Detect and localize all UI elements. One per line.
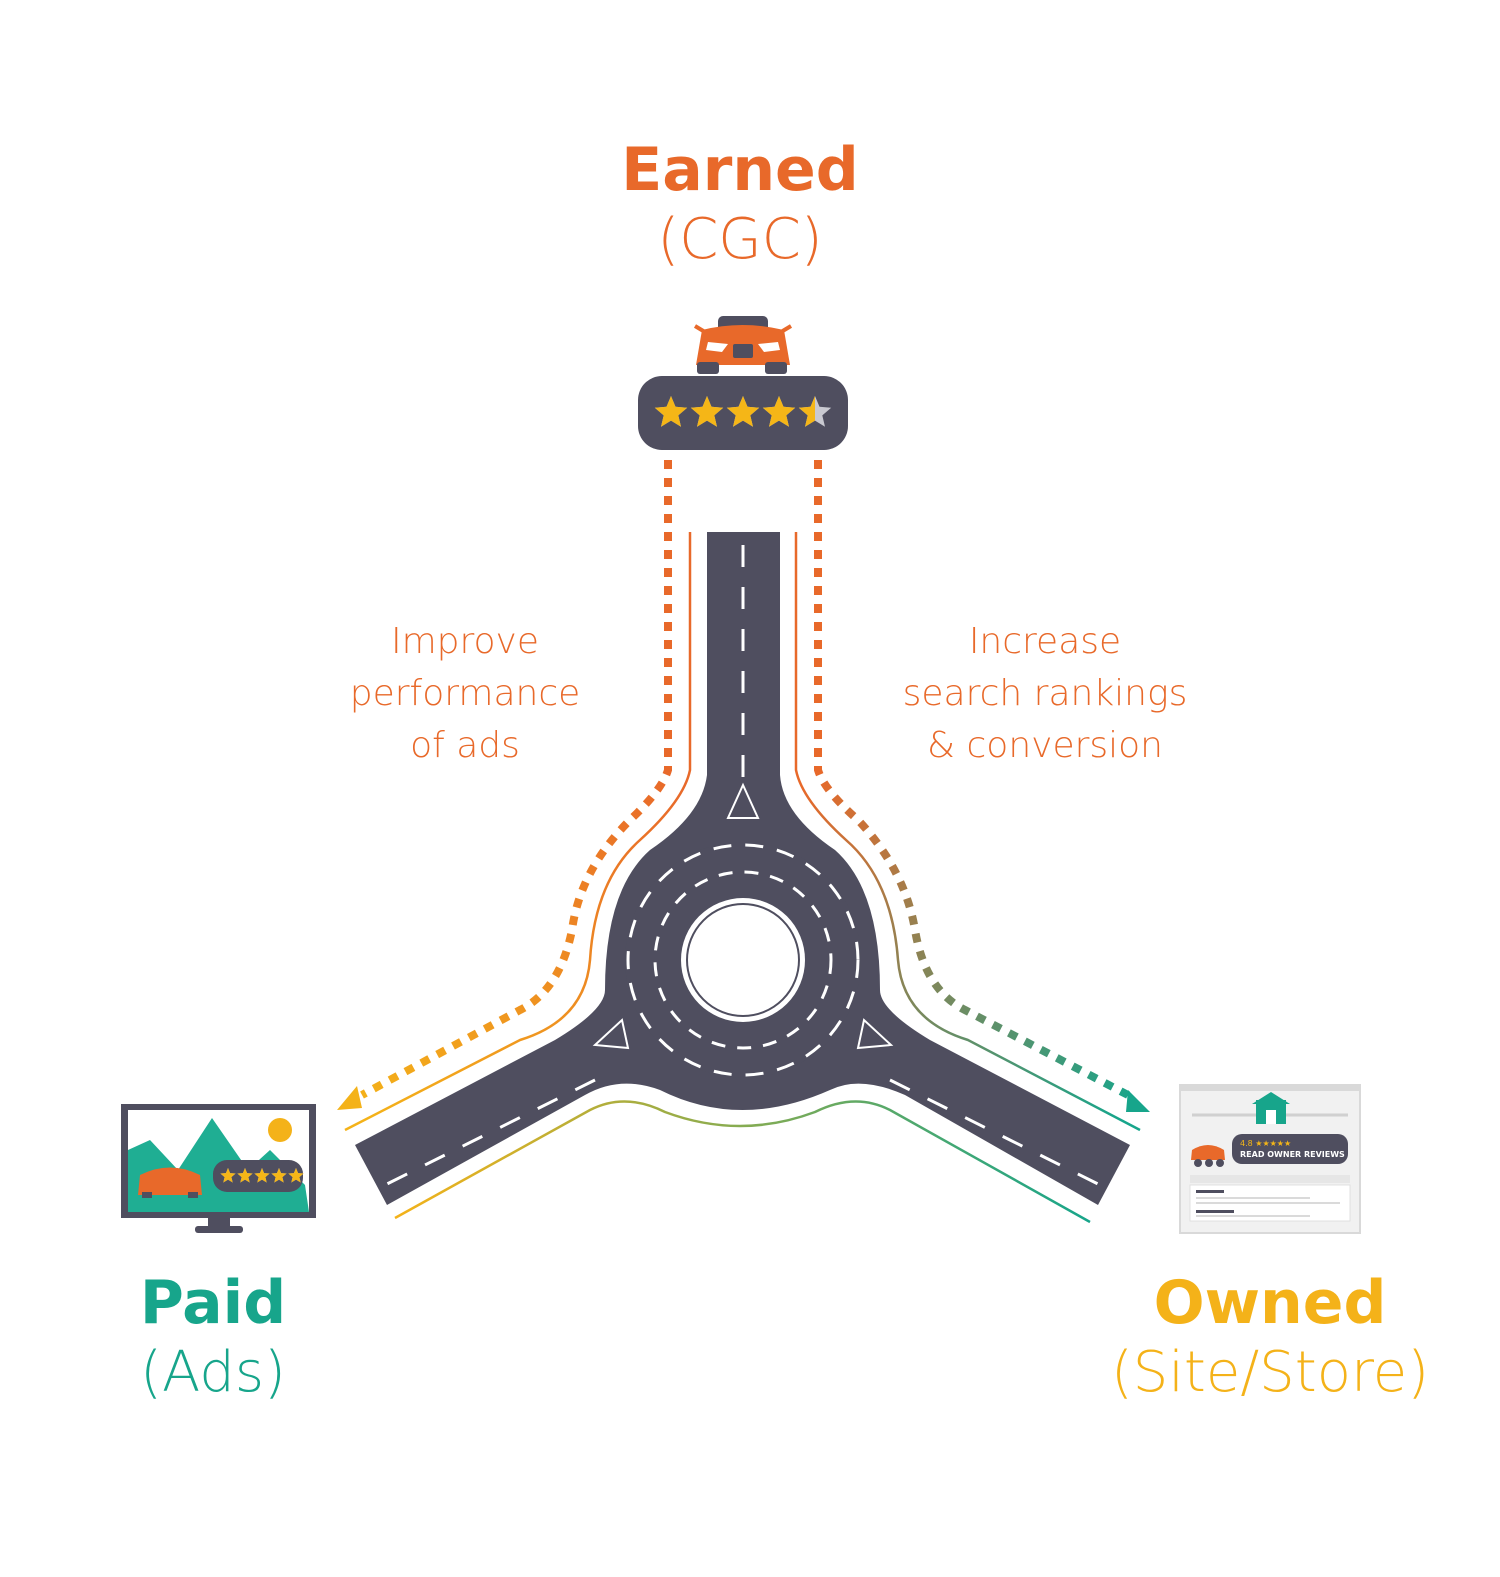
flow-path-left [360, 460, 672, 1099]
annotation-right-line3: & conversion [926, 725, 1163, 766]
paid-subtitle: (Ads) [140, 1340, 286, 1405]
annotation-left-line1: Improve [390, 621, 540, 662]
arrow-right-icon [1126, 1090, 1150, 1112]
owned-rating-text: 4.8 ★★★★★ [1240, 1139, 1291, 1148]
annotation-left-line3: of ads [410, 725, 520, 766]
paid-label: Paid (Ads) [63, 1268, 363, 1408]
annotation-left-line2: performance [349, 673, 581, 714]
curb-left [344, 532, 692, 1132]
earned-title: Earned [621, 135, 859, 205]
star-icon-filled [254, 1168, 270, 1183]
roundabout-island [681, 898, 805, 1022]
paid-title: Paid [139, 1268, 287, 1338]
monitor-ad-icon [121, 1104, 316, 1233]
star-icon-filled [237, 1168, 253, 1183]
owned-title: Owned [1153, 1268, 1387, 1338]
car-icon [693, 316, 793, 374]
star-icon-filled [271, 1168, 287, 1183]
star-icon-filled [654, 396, 688, 427]
star-icon-filled [798, 396, 815, 427]
star-icon-filled [288, 1168, 304, 1183]
road [355, 532, 1130, 1205]
star-icon-filled [726, 396, 760, 427]
annotation-right-line1: Increase [968, 621, 1122, 662]
paid-rating-stars [220, 1168, 304, 1183]
read-owner-reviews-button: READ OWNER REVIEWS [1240, 1150, 1345, 1159]
flow-path-right [814, 460, 1130, 1099]
curb-right [794, 532, 1141, 1132]
annotation-right-line2: search rankings [902, 673, 1188, 714]
curb-bottom [394, 1100, 1091, 1224]
star-icon-filled [690, 396, 724, 427]
annotation-right: Increase search rankings & conversion [880, 616, 1210, 772]
earned-label: Earned (CGC) [540, 135, 940, 275]
star-icon-filled [220, 1168, 236, 1183]
earned-subtitle: (CGC) [657, 207, 823, 272]
owned-label: Owned (Site/Store) [1090, 1268, 1450, 1408]
website-review-icon [1179, 1084, 1361, 1234]
arrow-left-icon [337, 1086, 362, 1110]
earned-rating-stars [654, 396, 832, 427]
star-icon-filled [762, 396, 796, 427]
owned-subtitle: (Site/Store) [1110, 1340, 1430, 1405]
annotation-left: Improve performance of ads [315, 616, 615, 772]
